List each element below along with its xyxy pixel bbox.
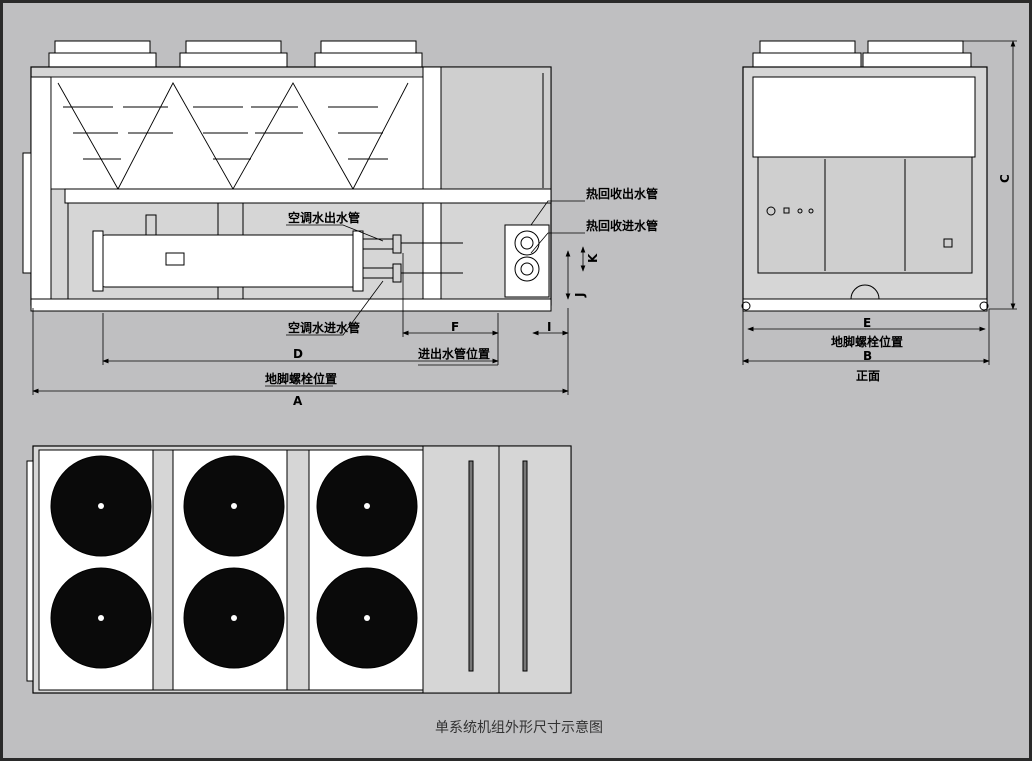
dim-j: J [573, 293, 587, 298]
label-ac-out: 空调水出水管 [288, 210, 360, 225]
front-view [741, 40, 989, 312]
heat-recovery-unit [504, 224, 550, 298]
side-base [30, 298, 552, 312]
top-cabinet [422, 445, 572, 694]
dim-i: I [547, 320, 551, 334]
side-dimensions [32, 200, 586, 395]
dim-d: D [293, 347, 303, 361]
front-dimensions [742, 40, 1017, 365]
label-hr-out: 热回收出水管 [586, 186, 658, 201]
side-control-cabinet [440, 66, 552, 192]
label-bolt-position-side: 地脚螺栓位置 [265, 371, 337, 386]
dim-a: A [293, 394, 303, 408]
evaporator-shell [92, 214, 364, 292]
dim-e: E [863, 316, 871, 330]
label-hr-in: 热回收进水管 [586, 218, 658, 233]
top-view [26, 445, 572, 694]
label-pipe-position: 进出水管位置 [418, 346, 490, 361]
side-fan-tops [48, 40, 423, 68]
label-bolt-position-front: 地脚螺栓位置 [831, 334, 903, 349]
label-front-view: 正面 [856, 369, 880, 383]
side-view [22, 40, 552, 312]
dim-c: C [998, 174, 1012, 183]
dimension-drawing: 热回收出水管 热回收进水管 空调水出水管 空调水进水管 进出水管位置 地脚螺栓位… [22, 40, 1017, 736]
front-panels [757, 156, 973, 274]
dim-f: F [451, 320, 459, 334]
support-beam [64, 188, 552, 204]
condenser-coils [50, 76, 424, 190]
label-ac-in: 空调水进水管 [288, 320, 360, 335]
dim-b: B [863, 349, 872, 363]
ac-nozzles [362, 234, 463, 283]
figure-caption: 单系统机组外形尺寸示意图 [435, 719, 603, 736]
dim-k: K [586, 253, 600, 263]
